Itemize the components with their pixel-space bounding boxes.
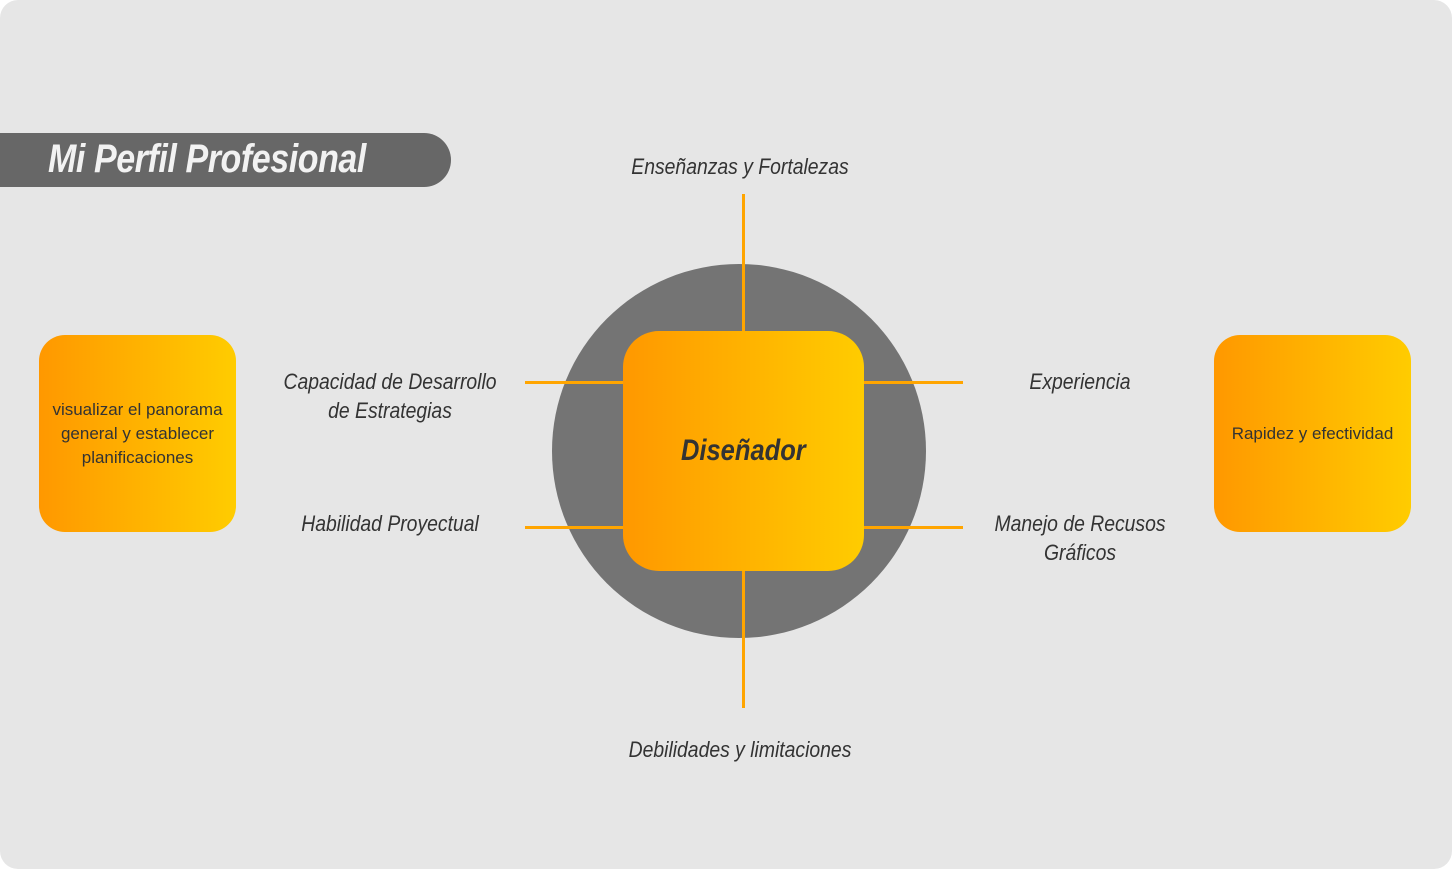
page-title: Mi Perfil Profesional: [48, 137, 366, 181]
center-node: Diseñador: [623, 331, 864, 571]
label-right-top: Experiencia: [1029, 369, 1131, 394]
label-top: Enseñanzas y Fortalezas: [631, 154, 849, 179]
label-bottom: Debilidades y limitaciones: [628, 737, 852, 762]
left-box: visualizar el panorama general y estable…: [39, 335, 236, 532]
right-box-text: Rapidez y efectividad: [1231, 423, 1394, 443]
title-banner: Mi Perfil Profesional: [0, 133, 451, 187]
label-left-top-line2: de Estrategias: [328, 398, 452, 423]
label-left-bottom: Habilidad Proyectual: [301, 511, 479, 536]
center-label: Diseñador: [681, 434, 806, 467]
label-left-top-line1: Capacidad de Desarrollo: [283, 369, 497, 394]
right-box: Rapidez y efectividad: [1214, 335, 1411, 532]
label-right-bottom-line1: Manejo de Recusos: [994, 511, 1166, 536]
label-left-top: Capacidad de Desarrollo de Estrategias: [283, 367, 496, 425]
label-right-bottom: Manejo de Recusos Gráficos: [994, 509, 1165, 567]
left-box-text: visualizar el panorama general y estable…: [52, 399, 223, 467]
label-right-bottom-line2: Gráficos: [1043, 540, 1117, 565]
